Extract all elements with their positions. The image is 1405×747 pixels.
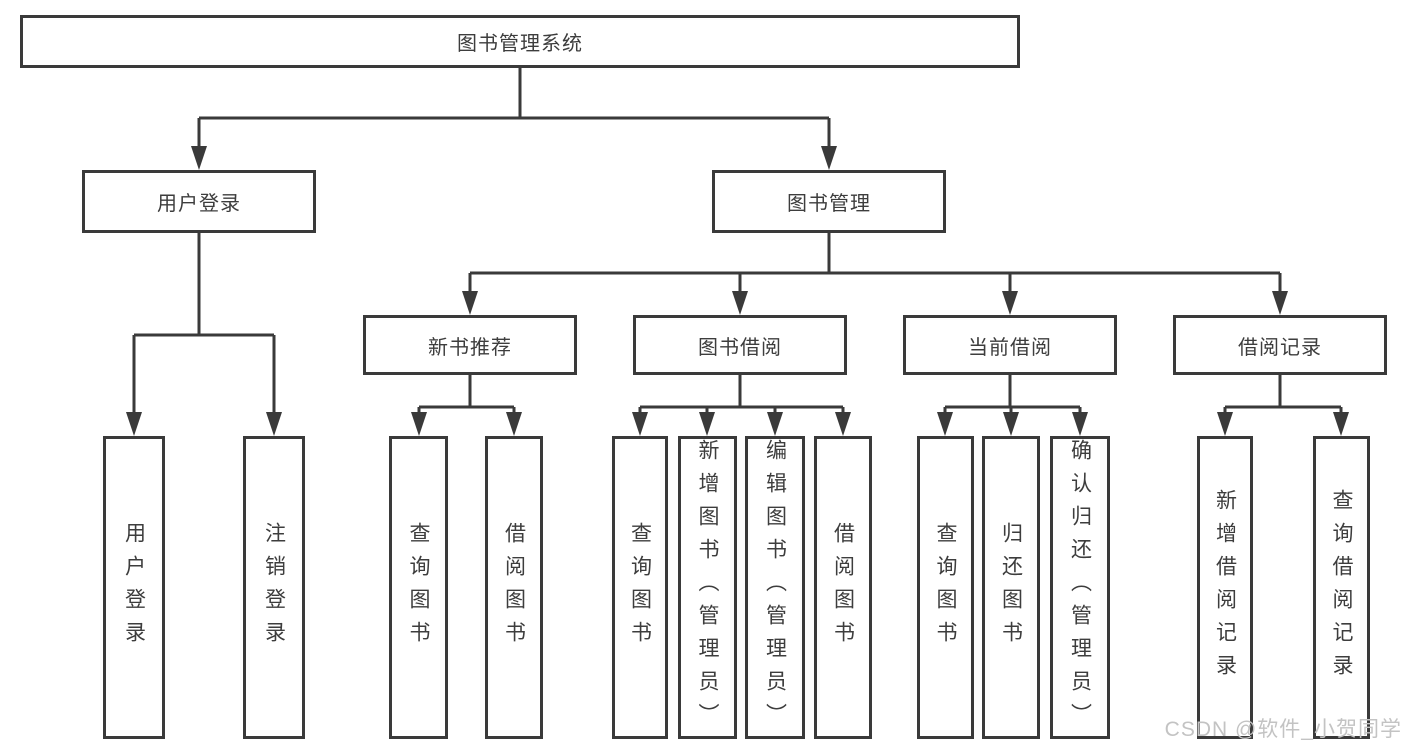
leaf-borrow-book: 借阅图书 <box>814 436 872 739</box>
leaf-label: 注销登录 <box>262 521 286 654</box>
arrowhead <box>1272 291 1288 315</box>
leaf-new-books-borrow: 借阅图书 <box>485 436 543 739</box>
csdn-watermark: CSDN @软件_小贺同学 <box>1164 718 1402 741</box>
node-book-management: 图书管理 <box>712 170 946 233</box>
leaf-borrow-add-book: 新增图书（管理员） <box>678 436 737 739</box>
leaf-label: 新增借阅记录 <box>1213 488 1237 687</box>
leaf-label: 借阅图书 <box>831 521 855 654</box>
leaf-label: 确认归还（管理员） <box>1068 439 1092 736</box>
leaf-label: 新增图书（管理员） <box>696 439 719 736</box>
node-user-login: 用户登录 <box>82 170 316 233</box>
connector-borrow-records-to-leaves <box>1217 375 1349 436</box>
leaf-current-confirm-return: 确认归还（管理员） <box>1050 436 1110 739</box>
leaf-borrow-query: 查询图书 <box>612 436 668 739</box>
leaf-label: 归还图书 <box>999 521 1023 654</box>
leaf-current-query: 查询图书 <box>917 436 974 739</box>
connector-root-to-level2 <box>191 68 837 170</box>
leaf-new-books-query: 查询图书 <box>389 436 448 739</box>
arrowhead <box>411 412 427 436</box>
node-new-books: 新书推荐 <box>363 315 577 375</box>
connector-new-books-to-leaves <box>411 375 522 436</box>
arrowhead <box>699 412 715 436</box>
leaf-user-login: 用户登录 <box>103 436 165 739</box>
arrowhead <box>767 412 783 436</box>
leaf-logout: 注销登录 <box>243 436 305 739</box>
connector-book-borrow-to-leaves <box>632 375 851 436</box>
leaf-label: 查询图书 <box>934 521 957 654</box>
node-current-borrow: 当前借阅 <box>903 315 1117 375</box>
arrowhead <box>732 291 748 315</box>
leaf-records-add: 新增借阅记录 <box>1197 436 1253 739</box>
arrowhead <box>937 412 953 436</box>
arrowhead <box>1072 412 1088 436</box>
leaf-label: 查询借阅记录 <box>1330 488 1353 687</box>
node-book-borrow: 图书借阅 <box>633 315 847 375</box>
arrowhead <box>191 146 207 170</box>
leaf-label: 用户登录 <box>122 521 146 654</box>
arrowhead <box>1217 412 1233 436</box>
arrowhead <box>1333 412 1349 436</box>
connector-book-management-to-sections <box>462 233 1288 315</box>
node-root: 图书管理系统 <box>20 15 1020 68</box>
connector-user-login-to-leaves <box>126 233 282 436</box>
node-borrow-records: 借阅记录 <box>1173 315 1387 375</box>
leaf-borrow-edit-book: 编辑图书（管理员） <box>745 436 805 739</box>
arrowhead <box>632 412 648 436</box>
arrowhead <box>506 412 522 436</box>
arrowhead <box>821 146 837 170</box>
arrowhead <box>462 291 478 315</box>
leaf-current-return: 归还图书 <box>982 436 1040 739</box>
leaf-records-query: 查询借阅记录 <box>1313 436 1370 739</box>
connector-current-borrow-to-leaves <box>937 375 1088 436</box>
arrowhead <box>835 412 851 436</box>
arrowhead <box>266 412 282 436</box>
leaf-label: 编辑图书（管理员） <box>763 439 787 736</box>
leaf-label: 查询图书 <box>407 521 430 654</box>
arrowhead <box>1002 291 1018 315</box>
arrowhead <box>1003 412 1019 436</box>
arrowhead <box>126 412 142 436</box>
leaf-label: 查询图书 <box>628 521 652 654</box>
leaf-label: 借阅图书 <box>502 521 526 654</box>
